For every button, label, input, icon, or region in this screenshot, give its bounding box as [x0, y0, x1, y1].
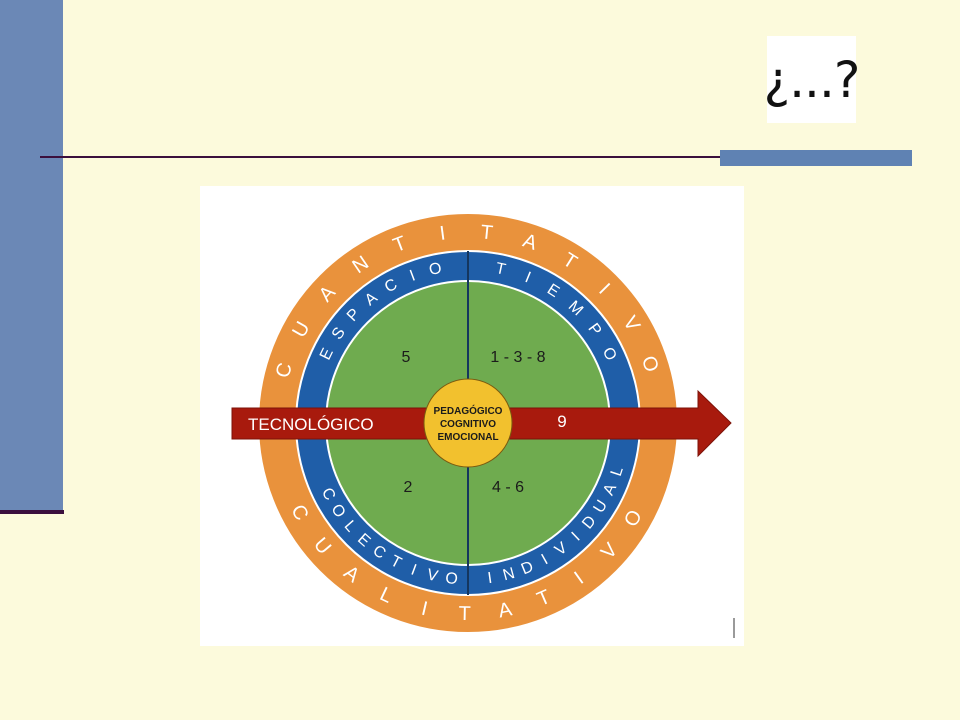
quadrant-top-right-label: 1 - 3 - 8 [490, 349, 545, 366]
quadrant-bottom-left-label: 2 [404, 479, 413, 496]
inner-ring-colectivo-letter: V [425, 566, 440, 585]
left-accent-bar-foot [0, 510, 64, 514]
inner-ring-espacio-letter: I [408, 267, 418, 284]
inner-ring-individual-letter: I [487, 570, 494, 587]
outer-ring-top-letter: I [438, 222, 446, 245]
header-rule-line [40, 156, 912, 158]
outer-ring-bottom-letter: I [419, 598, 429, 621]
inner-ring-tiempo-letter: I [523, 269, 534, 286]
outer-ring-top-letter: C [272, 360, 297, 380]
outer-ring-bottom-letter: A [496, 598, 514, 622]
arrow-left-label: TECNOLÓGICO [248, 415, 374, 434]
center-circle [423, 378, 513, 468]
quadrant-top-left-label: 5 [402, 349, 411, 366]
question-mark-box: ¿...? [764, 36, 860, 123]
inner-ring-individual-letter: N [501, 565, 517, 584]
outer-ring-bottom-letter: T [458, 603, 471, 625]
center-label-1: PEDAGÓGICO [434, 404, 503, 417]
inner-ring-colectivo-letter: O [445, 570, 459, 588]
inner-ring-espacio-letter: O [428, 260, 444, 279]
quadrant-bottom-right-label: 4 - 6 [492, 479, 524, 496]
question-mark-text: ¿...? [763, 50, 861, 109]
outer-ring-top-letter: O [637, 353, 663, 375]
center-label-3: EMOCIONAL [437, 432, 498, 443]
inner-ring-tiempo-letter: T [494, 260, 507, 279]
outer-ring-top-letter: T [480, 221, 494, 244]
header-rule-block [720, 150, 912, 166]
inner-ring-colectivo-letter: I [409, 562, 419, 579]
arrow-right-label: 9 [557, 412, 566, 431]
left-accent-bar [0, 0, 63, 512]
center-label-2: COGNITIVO [440, 419, 496, 430]
